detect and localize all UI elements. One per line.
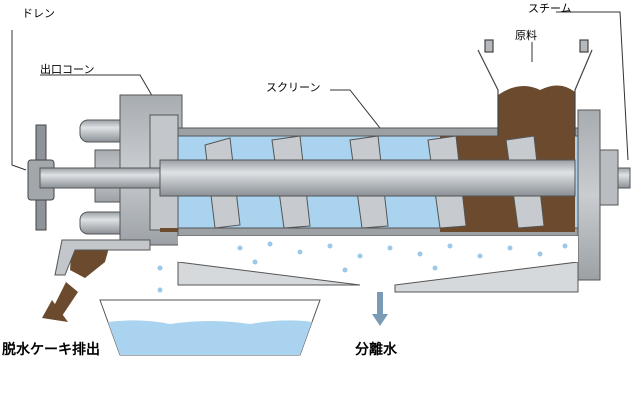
drain-label: ドレン <box>22 7 55 20</box>
screw-core <box>159 159 576 197</box>
screen-label: スクリーン <box>266 81 321 94</box>
raw-material-label: 原料 <box>515 29 537 42</box>
water-basin <box>99 299 321 356</box>
cake-chute <box>54 239 151 276</box>
water-droplets <box>157 241 568 293</box>
cake-discharge-arrow <box>42 282 78 322</box>
drip-tray <box>177 236 579 293</box>
steam-label: スチーム <box>528 2 572 15</box>
separated-water-arrow <box>372 292 388 326</box>
separated-water-label: 分離水 <box>355 342 397 358</box>
cake-discharge-label: 脱水ケーキ排出 <box>2 342 100 358</box>
outlet-cone-label: 出口コーン <box>40 63 95 76</box>
right-housing <box>577 109 619 281</box>
raw-material-hopper <box>477 39 593 136</box>
